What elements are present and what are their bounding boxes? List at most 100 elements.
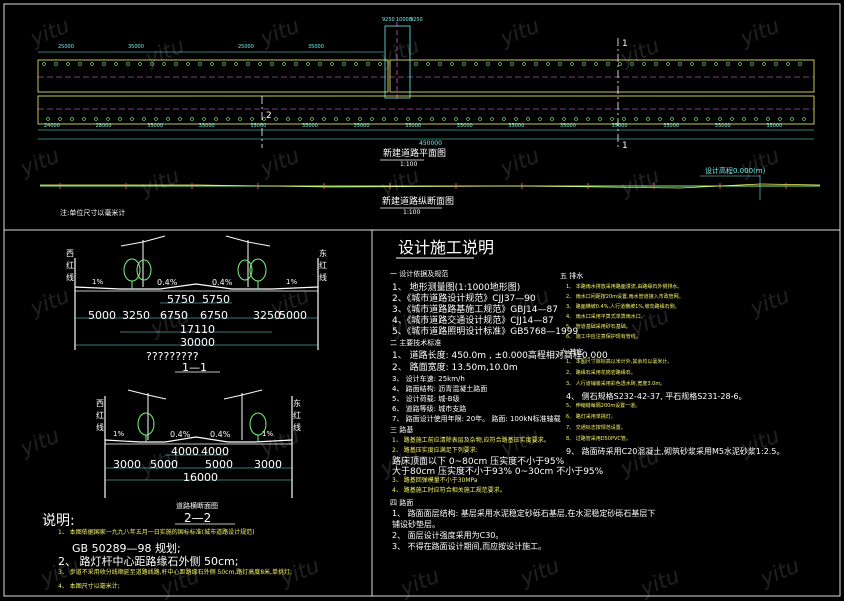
street-tree-mark xyxy=(54,62,58,66)
cross-section-2 xyxy=(104,389,293,525)
street-tree-mark xyxy=(582,62,586,66)
section1-dimension: 6750 xyxy=(160,309,188,322)
street-tree-mark xyxy=(210,62,214,66)
design-item: 铺设砂垫层。 xyxy=(392,520,440,529)
section1-dimension: 3250 xyxy=(253,309,281,322)
section2-dimension: 5000 xyxy=(205,458,233,471)
design-item: 1、 路基施工前应清除表层及杂物,应符合路基压实度要求。 xyxy=(392,437,550,444)
plan-top-dimension: 10000 xyxy=(396,17,412,23)
design-item: 5、 管道基础采用砂石基础。 xyxy=(566,324,631,330)
street-tree-mark xyxy=(778,117,782,121)
street-tree-mark xyxy=(742,117,746,121)
street-tree-mark xyxy=(634,117,638,121)
section1-slope-right: 0.4% xyxy=(212,278,233,287)
street-tree-mark xyxy=(310,117,314,121)
design-item: 3、 路面横坡0.4%,人行道横坡1%,坡向路缘石侧。 xyxy=(566,304,680,310)
design-item: 5、 设计荷载: 城-B级 xyxy=(392,395,460,403)
street-tree-mark xyxy=(354,62,358,66)
street-tree-mark xyxy=(598,117,602,121)
street-tree-mark xyxy=(702,62,706,66)
street-tree-mark xyxy=(46,117,50,121)
street-trees-upper xyxy=(42,62,802,66)
design-item: 2、 面层设计强度采用为C30。 xyxy=(392,531,504,540)
design-item: 6、 路灯采用单挑灯。 xyxy=(566,414,616,420)
street-tree-mark xyxy=(262,117,266,121)
design-item: 2、 雨水口间距按20m设置,雨水管道接入市政管网。 xyxy=(566,294,684,300)
plan-bottom-dimension: 35000 xyxy=(250,123,267,129)
section2-dimension: 3000 xyxy=(113,458,141,471)
section1-left-road: 西红线 xyxy=(66,249,74,282)
design-item: 2、 路面宽度: 13.50m,10.0m xyxy=(392,363,518,373)
street-tree-mark xyxy=(330,62,334,66)
design-item: 1、 本图尺寸除标高以米计外,其余均以毫米计。 xyxy=(566,359,673,365)
design-item: 8、 过路管采用D50PVC管。 xyxy=(566,436,631,442)
plan-top-dimension: 25000 xyxy=(238,44,254,50)
street-tree-mark xyxy=(166,117,170,121)
street-tree-mark xyxy=(774,62,778,66)
design-title: 设计施工说明 xyxy=(398,238,495,257)
section1-right-road: 东红线 xyxy=(319,249,327,282)
plan-bottom-dimension: 35000 xyxy=(714,123,731,129)
street-tree-mark xyxy=(406,117,410,121)
section1-tree-right xyxy=(249,258,267,289)
plan-bottom-dimension: 35000 xyxy=(508,123,525,129)
plan-title: 新建道路平面图 xyxy=(383,149,447,159)
street-tree-mark xyxy=(570,62,574,66)
street-tree-mark xyxy=(70,117,74,121)
profile-note: 注:单位尺寸以毫米计 xyxy=(60,209,126,217)
plan-bottom-dimension: 24000 xyxy=(44,123,60,129)
section1-tree-mid-right xyxy=(136,259,152,281)
plan-bottom-dimension: 35000 xyxy=(663,123,680,129)
design-item: 9、 路面砖采用C20混凝土,砌筑砂浆采用M5水泥砂浆1:2.5。 xyxy=(566,447,785,456)
street-tree-mark xyxy=(382,117,386,121)
notes-heading: 说明: xyxy=(42,513,75,529)
street-tree-mark xyxy=(238,117,242,121)
design-item: 4、 路面结构: 沥青混凝土路面 xyxy=(392,385,488,393)
street-tree-mark xyxy=(678,62,682,66)
street-tree-mark xyxy=(622,117,626,121)
street-tree-mark xyxy=(138,62,142,66)
road-plan-right-band xyxy=(389,59,815,93)
road-plan-lower-band xyxy=(37,95,815,125)
section-mark-1-bottom: 1 xyxy=(622,141,628,151)
street-tree-mark xyxy=(118,117,122,121)
section2-slope-left: 0.4% xyxy=(170,430,191,439)
street-tree-mark xyxy=(90,62,94,66)
street-tree-mark xyxy=(282,62,286,66)
street-tree-mark xyxy=(514,117,518,121)
street-tree-mark xyxy=(526,117,530,121)
street-tree-mark xyxy=(442,117,446,121)
street-tree-mark xyxy=(606,62,610,66)
street-tree-mark xyxy=(366,62,370,66)
design-item: 5、 伸缩缝每隔200m设置一道。 xyxy=(566,403,641,409)
design-item: 1、 地形测量图(1:1000地形图) xyxy=(392,283,521,293)
street-tree-mark xyxy=(126,62,130,66)
section2-dimension: 5000 xyxy=(150,458,178,471)
street-tree-mark xyxy=(298,117,302,121)
street-tree-mark xyxy=(766,117,770,121)
notes-item: GB 50289—98 规划; xyxy=(72,542,181,555)
street-tree-mark xyxy=(178,117,182,121)
section2-subtitle: 道路横断面图 xyxy=(176,502,218,510)
section1-tree-left xyxy=(123,258,141,289)
section1-side-slope-right: 1% xyxy=(286,278,298,286)
design-item: 路床顶面以下 0~80cm 压实度不小于95% xyxy=(392,457,565,467)
street-tree-mark xyxy=(426,62,430,66)
street-tree-mark xyxy=(334,117,338,121)
section1-lamp-left xyxy=(120,235,166,287)
street-tree-mark xyxy=(546,62,550,66)
street-tree-mark xyxy=(42,62,46,66)
design-item: 2、《城市道路设计规范》CJJ37—90 xyxy=(392,294,536,304)
design-item: 1、 路面面层结构: 基层采用水泥稳定砂砾石基层,在水泥稳定砂砾石基层下 xyxy=(392,509,656,518)
street-tree-mark xyxy=(418,117,422,121)
design-item: 4、 路基施工时应符合相关施工规范要求。 xyxy=(392,487,506,494)
profile-title: 新建道路纵断面图 xyxy=(382,197,455,207)
street-tree-mark xyxy=(534,62,538,66)
street-tree-mark xyxy=(234,62,238,66)
drawing-frame xyxy=(3,3,841,597)
street-tree-mark xyxy=(478,117,482,121)
street-tree-mark xyxy=(378,62,382,66)
street-tree-mark xyxy=(190,117,194,121)
design-section-title: 四 路面 xyxy=(390,499,414,507)
plan-top-dimension: 9250 xyxy=(382,17,395,23)
